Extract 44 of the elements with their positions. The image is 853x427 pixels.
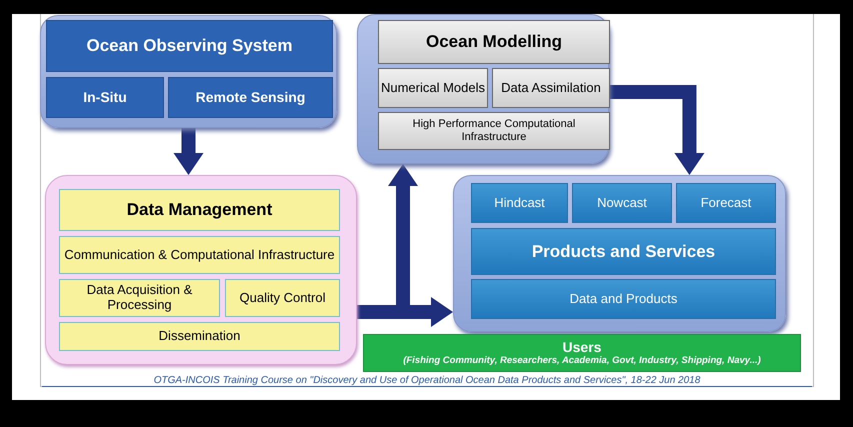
node-text: Communication & Computational Infrastructure (64, 248, 335, 262)
heading-box (471, 228, 776, 275)
footer-note: OTGA-INCOIS Training Course on "Discovery and Use of Operational Ocean Data Products and Services", 18-22 Jun 2018 (42, 375, 812, 387)
heading-box (46, 20, 333, 72)
group-panel (40, 15, 337, 128)
process-box (378, 112, 610, 150)
group-panel (45, 175, 357, 365)
node-text: Data Assimilation (501, 80, 601, 96)
node-text: Products and Services (532, 242, 716, 262)
heading-box (378, 20, 610, 64)
users-banner (363, 334, 801, 372)
node-text: Nowcast (597, 196, 647, 210)
node-text: Ocean Observing System (86, 36, 292, 56)
node-text: High Performance Computational Infrastructure (412, 118, 576, 144)
node-text: Numerical Models (380, 80, 486, 96)
heading-box (59, 189, 340, 231)
node-text: Quality Control (240, 290, 326, 306)
process-box (676, 183, 776, 223)
group-panel (357, 14, 609, 164)
node-text: Remote Sensing (196, 89, 306, 106)
node-text: Data Management (126, 200, 272, 220)
node-text: In-Situ (83, 89, 127, 106)
arrow (609, 85, 704, 175)
node-text: Data Acquisition & Processing (86, 283, 194, 313)
process-box (378, 68, 488, 108)
node-text: Ocean Modelling (426, 32, 562, 52)
process-box (492, 68, 610, 108)
process-box (46, 77, 164, 118)
process-box (225, 279, 340, 317)
arrow (174, 128, 204, 175)
banner-heading: Users (562, 339, 602, 356)
node-text: Hindcast (494, 196, 545, 210)
process-box (572, 183, 672, 223)
process-box (59, 279, 220, 317)
node-text: Data and Products (570, 292, 678, 306)
banner-subtext: (Fishing Community, Researchers, Academia, Govt, Industry, Shipping, Navy...) (403, 356, 761, 366)
process-box (168, 77, 333, 118)
process-box (59, 322, 340, 351)
node-text: Dissemination (158, 329, 240, 344)
process-box (471, 279, 776, 319)
process-box (59, 236, 340, 274)
process-box (471, 183, 568, 223)
node-text: Forecast (700, 196, 752, 210)
group-panel (453, 175, 786, 332)
